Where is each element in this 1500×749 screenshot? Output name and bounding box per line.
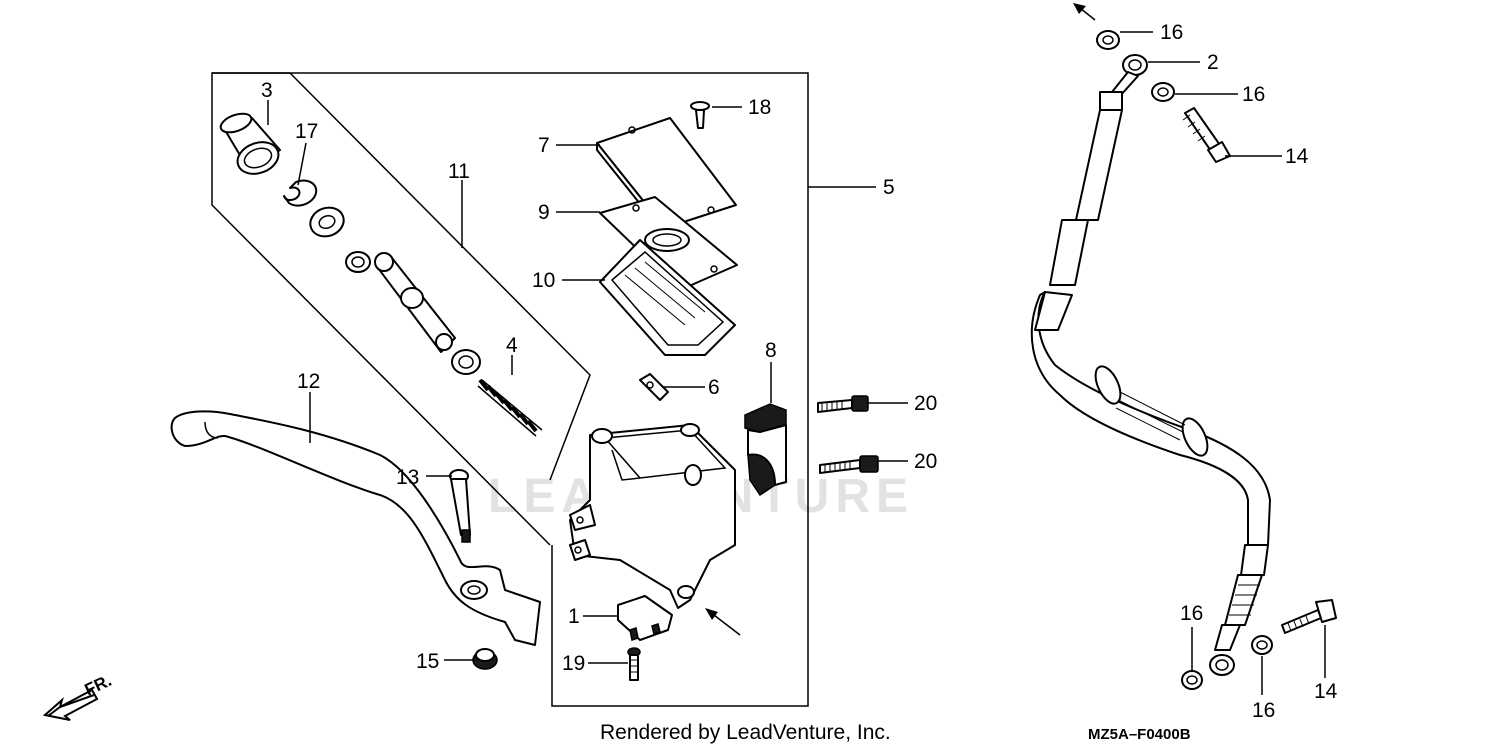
part-20-bolt-upper[interactable] (817, 395, 869, 413)
callout-16-upper-right[interactable]: 16 (1242, 83, 1265, 106)
callout-5[interactable]: 5 (883, 176, 895, 199)
assembly-11-frame-right (289, 72, 591, 481)
leader-lines (267, 31, 1326, 695)
part-16-washer-lower-right[interactable] (1251, 635, 1273, 655)
part-6-plate[interactable] (639, 373, 669, 401)
diagram-code: MZ5A–F0400B (1088, 726, 1191, 743)
callout-2[interactable]: 2 (1207, 51, 1219, 74)
part-19-screw[interactable] (627, 647, 641, 681)
callout-15[interactable]: 15 (416, 650, 439, 673)
callout-8[interactable]: 8 (765, 339, 777, 362)
callout-11[interactable]: 11 (448, 160, 470, 183)
callout-9[interactable]: 9 (538, 201, 550, 224)
callout-14-upper[interactable]: 14 (1285, 145, 1309, 168)
part-15-nut[interactable] (472, 648, 498, 670)
callout-20-lower[interactable]: 20 (914, 450, 937, 473)
part-16-washer-lower-left[interactable] (1181, 670, 1203, 690)
part-4-spring[interactable] (477, 378, 543, 437)
part-12-lever[interactable] (170, 410, 541, 646)
part-11-components[interactable] (306, 203, 481, 375)
callout-16-top[interactable]: 16 (1160, 21, 1183, 44)
callout-12[interactable]: 12 (297, 370, 320, 393)
part-14-bolt-lower[interactable] (1281, 599, 1337, 634)
callout-3[interactable]: 3 (261, 79, 273, 102)
callout-18[interactable]: 18 (748, 96, 771, 119)
callout-13[interactable]: 13 (396, 466, 419, 489)
part-1-switch[interactable] (617, 595, 673, 641)
part-2-brake-hose[interactable] (1030, 54, 1271, 676)
direction-arrow-hose (1073, 3, 1096, 21)
direction-arrow-body (705, 608, 741, 636)
callout-4[interactable]: 4 (506, 334, 518, 357)
assembly-5-frame (212, 72, 809, 707)
rendered-by-credit: Rendered by LeadVenture, Inc. (600, 721, 891, 744)
callout-19[interactable]: 19 (562, 652, 585, 675)
part-18-screw[interactable] (690, 101, 710, 129)
part-14-bolt-upper[interactable] (1182, 107, 1231, 163)
part-10-diaphragm[interactable] (599, 239, 736, 356)
callout-7[interactable]: 7 (538, 134, 550, 157)
callout-10[interactable]: 10 (532, 269, 555, 292)
callout-17[interactable]: 17 (295, 120, 318, 143)
part-13-pivot-bolt[interactable] (449, 469, 471, 543)
callout-labels: 3 17 11 4 12 13 15 7 9 10 18 6 8 5 20 20… (261, 21, 1338, 722)
callout-16-lower-left[interactable]: 16 (1180, 602, 1203, 625)
callout-6[interactable]: 6 (708, 376, 720, 399)
front-direction-indicator: FR. (42, 671, 115, 721)
master-cylinder-body[interactable] (569, 423, 736, 609)
part-8-holder[interactable] (744, 403, 787, 497)
callout-14-lower[interactable]: 14 (1314, 680, 1338, 703)
part-20-bolt-lower[interactable] (819, 455, 879, 474)
callout-20-upper[interactable]: 20 (914, 392, 937, 415)
part-3-boot[interactable] (218, 110, 283, 179)
callout-1[interactable]: 1 (568, 605, 580, 628)
callout-16-lower-right[interactable]: 16 (1252, 699, 1275, 722)
part-17-snap-ring[interactable] (283, 179, 318, 207)
part-16-washer-top[interactable] (1096, 30, 1120, 50)
part-16-washer-upper-right[interactable] (1151, 82, 1175, 102)
